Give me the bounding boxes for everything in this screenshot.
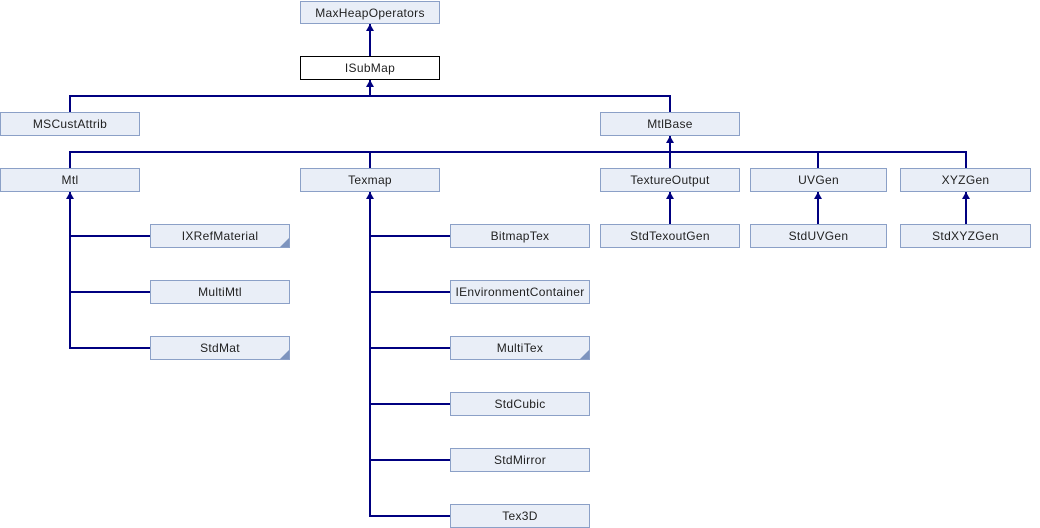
- class-node-mtlbase[interactable]: MtlBase: [600, 112, 740, 136]
- inheritance-edge-line: [669, 192, 671, 224]
- inheritance-arrowhead-icon: [666, 136, 674, 143]
- class-node-label: MultiMtl: [198, 285, 242, 299]
- inheritance-edge-line: [69, 291, 151, 293]
- inheritance-edge-line: [369, 291, 451, 293]
- inheritance-edge-line: [69, 96, 71, 112]
- class-node-label: StdMat: [200, 341, 240, 355]
- class-node-label: XYZGen: [941, 173, 990, 187]
- class-node-mscustattrib[interactable]: MSCustAttrib: [0, 112, 140, 136]
- inheritance-edge-line: [69, 151, 967, 153]
- class-node-label: StdCubic: [494, 397, 546, 411]
- class-node-stdtexoutgen[interactable]: StdTexoutGen: [600, 224, 740, 248]
- class-node-stdmirror[interactable]: StdMirror: [450, 448, 590, 472]
- class-node-tex3d[interactable]: Tex3D: [450, 504, 590, 528]
- class-node-label: MSCustAttrib: [32, 117, 108, 131]
- class-node-uvgen[interactable]: UVGen: [750, 168, 887, 192]
- class-node-multitex[interactable]: MultiTex: [450, 336, 590, 360]
- inheritance-arrowhead-icon: [666, 192, 674, 199]
- class-node-label: IEnvironmentContainer: [455, 285, 585, 299]
- class-node-ienvironmentcontainer[interactable]: IEnvironmentContainer: [450, 280, 590, 304]
- inheritance-edge-line: [369, 152, 371, 168]
- inheritance-edge-line: [369, 403, 451, 405]
- folded-corner-icon: [280, 238, 289, 247]
- inheritance-edge-line: [817, 192, 819, 224]
- class-node-isubmap[interactable]: ISubMap: [300, 56, 440, 80]
- inheritance-edge-line: [369, 80, 371, 97]
- class-node-label: StdXYZGen: [932, 229, 999, 243]
- class-node-texmap[interactable]: Texmap: [300, 168, 440, 192]
- inheritance-arrowhead-icon: [814, 192, 822, 199]
- inheritance-edge-line: [369, 459, 451, 461]
- class-node-label: Texmap: [348, 173, 392, 187]
- class-node-label: MtlBase: [647, 117, 693, 131]
- inheritance-edge-line: [669, 136, 671, 153]
- folded-corner-icon: [580, 350, 589, 359]
- inheritance-edge-line: [669, 96, 671, 112]
- inheritance-edge-line: [69, 235, 151, 237]
- class-node-max-heap-operators[interactable]: MaxHeapOperators: [300, 1, 440, 24]
- inheritance-edge-line: [69, 192, 71, 349]
- inheritance-arrowhead-icon: [962, 192, 970, 199]
- inheritance-arrowhead-icon: [366, 80, 374, 87]
- class-node-bitmaptex[interactable]: BitmapTex: [450, 224, 590, 248]
- inheritance-arrowhead-icon: [366, 24, 374, 31]
- class-node-stduvgen[interactable]: StdUVGen: [750, 224, 887, 248]
- class-node-label: MaxHeapOperators: [315, 5, 425, 20]
- class-node-label: UVGen: [798, 173, 839, 187]
- class-node-label: Tex3D: [502, 509, 538, 523]
- inheritance-arrowhead-icon: [66, 192, 74, 199]
- class-node-mtl[interactable]: Mtl: [0, 168, 140, 192]
- class-node-label: StdUVGen: [788, 229, 849, 243]
- inheritance-edge-line: [369, 24, 371, 56]
- inheritance-edge-line: [69, 152, 71, 168]
- class-node-stdmat[interactable]: StdMat: [150, 336, 290, 360]
- class-node-textureoutput[interactable]: TextureOutput: [600, 168, 740, 192]
- class-node-label: TextureOutput: [630, 173, 710, 187]
- class-node-label: StdMirror: [493, 453, 547, 467]
- inheritance-edge-line: [817, 152, 819, 168]
- inheritance-edge-line: [965, 192, 967, 224]
- folded-corner-icon: [280, 350, 289, 359]
- inheritance-edge-line: [69, 95, 671, 97]
- class-node-label: Mtl: [61, 173, 79, 187]
- class-node-stdcubic[interactable]: StdCubic: [450, 392, 590, 416]
- inheritance-edge-line: [369, 515, 451, 517]
- inheritance-edge-line: [369, 347, 451, 349]
- inheritance-edge-line: [369, 192, 371, 517]
- class-node-stdxyzgen[interactable]: StdXYZGen: [900, 224, 1031, 248]
- inheritance-edge-line: [965, 152, 967, 168]
- inheritance-edge-line: [69, 347, 151, 349]
- inheritance-arrowhead-icon: [366, 192, 374, 199]
- inheritance-edge-line: [669, 152, 671, 168]
- class-node-label: MultiTex: [496, 341, 544, 355]
- inheritance-edge-line: [369, 235, 451, 237]
- class-node-label: IXRefMaterial: [181, 229, 259, 243]
- class-node-label: BitmapTex: [490, 229, 550, 243]
- class-node-xyzgen[interactable]: XYZGen: [900, 168, 1031, 192]
- class-node-ixrefmaterial[interactable]: IXRefMaterial: [150, 224, 290, 248]
- class-node-multimtl[interactable]: MultiMtl: [150, 280, 290, 304]
- class-node-label: StdTexoutGen: [630, 229, 710, 243]
- class-node-label: ISubMap: [344, 61, 396, 75]
